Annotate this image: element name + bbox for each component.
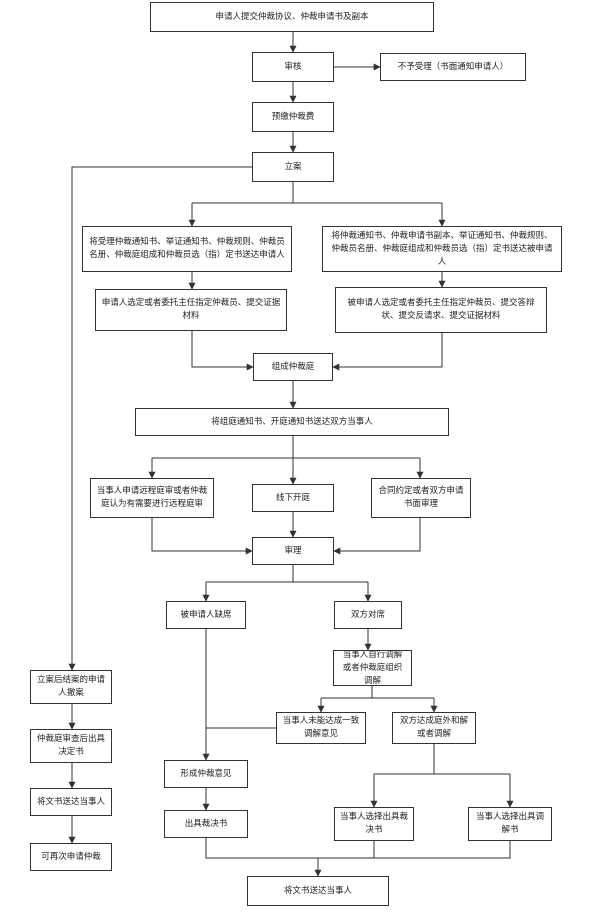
node-absent: 被申请人缺席	[166, 601, 246, 629]
node-absent-label: 被申请人缺席	[180, 609, 232, 620]
node-deliver-left: 将文书送达当事人	[30, 788, 112, 816]
connector-11	[191, 331, 254, 371]
connectors	[68, 32, 514, 877]
node-no-agreement: 当事人未能达成一致调解意见	[276, 712, 366, 744]
node-written-hearing-label: 合同约定或者双方申请书面审理	[378, 486, 464, 509]
node-choose-mediation: 当事人选择出具调解书	[468, 807, 552, 841]
node-file-case-label: 立案	[284, 161, 302, 172]
node-both-present: 双方对席	[334, 601, 402, 629]
node-form-tribunal: 组成仲裁庭	[253, 353, 333, 381]
node-respondent-select-label: 被申请人选定或者委托主任指定仲裁员、提交答辩状、提交反请求、提交证据材料	[347, 298, 535, 321]
node-both-present-label: 双方对席	[350, 609, 385, 620]
node-award-opinion: 形成仲裁意见	[164, 760, 248, 788]
node-choose-mediation-label: 当事人选择出具调解书	[475, 812, 544, 835]
node-deliver-left-label: 将文书送达当事人	[36, 796, 105, 807]
node-no-agreement-label: 当事人未能达成一致调解意见	[282, 716, 360, 739]
connector-38	[205, 838, 318, 859]
node-form-tribunal-label: 组成仲裁庭	[271, 361, 315, 372]
node-file-case: 立案	[252, 152, 334, 182]
node-deliver-final-label: 将文书送达当事人	[283, 885, 352, 896]
connector-40	[374, 841, 511, 859]
node-deliver-final: 将文书送达当事人	[247, 876, 389, 906]
node-offline-hearing: 线下开庭	[252, 484, 334, 512]
node-review: 审核	[252, 52, 334, 82]
node-applicant-select: 申请人选定或者委托主任指定仲裁员、提交证据材料	[95, 289, 287, 331]
node-offline-hearing-label: 线下开庭	[275, 492, 310, 503]
node-hearing-notice-label: 将组庭通知书、开庭通知书送达双方当事人	[211, 416, 373, 427]
connector-21	[333, 518, 421, 555]
node-reapply: 可再次申请仲裁	[30, 843, 112, 871]
node-choose-award-label: 当事人选择出具裁决书	[340, 812, 409, 835]
node-reject-label: 不予受理（书面通知申请人）	[397, 61, 509, 72]
node-notify-respondent: 将仲裁通知书、仲裁申请书副本、举证通知书、仲裁规则、仲裁员名册、仲裁庭组成和仲裁…	[322, 226, 562, 272]
node-notify-respondent-label: 将仲裁通知书、仲裁申请书副本、举证通知书、仲裁规则、仲裁员名册、仲裁庭组成和仲裁…	[331, 230, 553, 267]
node-mediation: 当事人自行调解或者仲裁庭组织调解	[333, 650, 412, 686]
node-settled: 双方达成庭外和解或者调解	[392, 712, 476, 744]
node-submit: 申请人提交仲裁协议、仲裁申请书及副本	[150, 2, 434, 32]
node-reject: 不予受理（书面通知申请人）	[380, 53, 526, 81]
node-trial: 审理	[252, 537, 334, 565]
node-withdraw: 立案后结案的申请人撤案	[30, 670, 112, 704]
node-remote-hearing: 当事人申请远程庭审或者仲裁庭认为有需要进行远程庭审	[90, 478, 214, 518]
node-mediation-label: 当事人自行调解或者仲裁庭组织调解	[342, 650, 403, 686]
node-applicant-select-label: 申请人选定或者委托主任指定仲裁员、提交证据材料	[101, 298, 281, 321]
connector-12	[332, 333, 443, 371]
node-prepay-label: 预缴仲裁费	[271, 111, 315, 122]
node-decision: 仲裁庭审查后出具决定书	[30, 729, 112, 763]
node-choose-award: 当事人选择出具裁决书	[334, 807, 414, 841]
node-reapply-label: 可再次申请仲裁	[41, 851, 101, 862]
node-notify-applicant-label: 将受理仲裁通知书、举证通知书、仲裁规则、仲裁员名册、仲裁庭组成和仲裁员选（指）定…	[89, 237, 285, 260]
node-review-label: 审核	[284, 61, 302, 72]
node-remote-hearing-label: 当事人申请远程庭审或者仲裁庭认为有需要进行远程庭审	[96, 486, 208, 509]
node-hearing-notice: 将组庭通知书、开庭通知书送达双方当事人	[135, 408, 449, 436]
node-settled-label: 双方达成庭外和解或者调解	[399, 716, 468, 739]
node-notify-applicant: 将受理仲裁通知书、举证通知书、仲裁规则、仲裁员名册、仲裁庭组成和仲裁员选（指）定…	[82, 226, 292, 272]
node-withdraw-label: 立案后结案的申请人撤案	[36, 675, 105, 698]
node-award-opinion-label: 形成仲裁意见	[180, 768, 232, 779]
node-prepay: 预缴仲裁费	[252, 102, 334, 132]
node-written-hearing: 合同约定或者双方申请书面审理	[371, 478, 471, 518]
node-trial-label: 审理	[284, 545, 302, 556]
connector-39	[318, 841, 375, 859]
node-respondent-select: 被申请人选定或者委托主任指定仲裁员、提交答辩状、提交反请求、提交证据材料	[335, 287, 547, 333]
node-issue-award: 出具裁决书	[164, 810, 248, 838]
connector-19	[151, 518, 253, 555]
node-submit-label: 申请人提交仲裁协议、仲裁申请书及副本	[215, 11, 369, 22]
node-decision-label: 仲裁庭审查后出具决定书	[36, 734, 105, 757]
connector-4	[68, 166, 252, 671]
node-issue-award-label: 出具裁决书	[184, 818, 228, 829]
